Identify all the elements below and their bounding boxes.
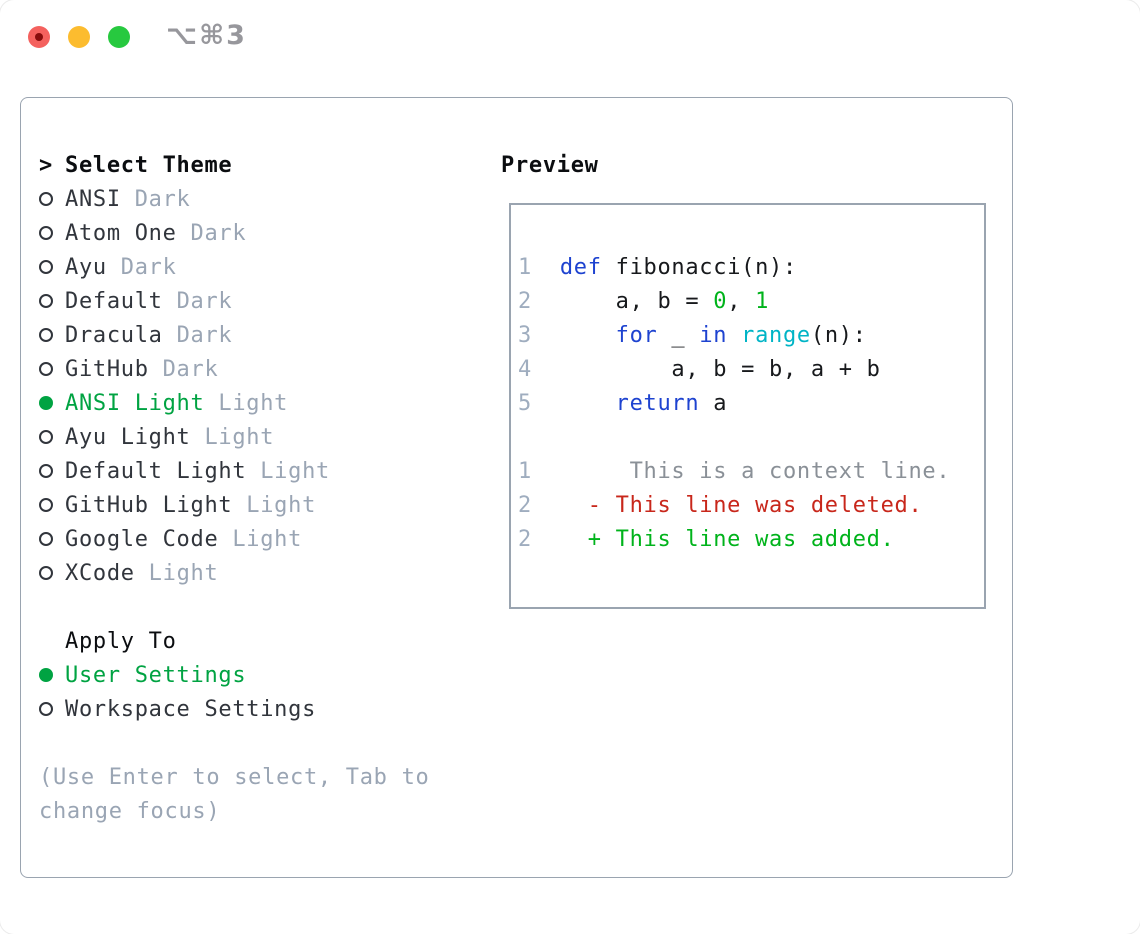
radio-icon [39, 489, 53, 523]
line-number: 2 [518, 289, 532, 314]
theme-option-label: Google Code [65, 527, 219, 552]
theme-variant-label: Light [218, 527, 303, 552]
radio-selected-icon [39, 659, 53, 693]
theme-option-github-light[interactable]: GitHub Light Light [39, 489, 429, 523]
theme-option-label: ANSI Light [65, 391, 205, 416]
close-button[interactable] [28, 26, 50, 48]
theme-option-google-code[interactable]: Google Code Light [39, 523, 429, 557]
preview-title: Preview [501, 153, 599, 178]
radio-icon [39, 251, 53, 285]
theme-option-label: Default Light [65, 459, 247, 484]
theme-option-label: Atom One [65, 221, 177, 246]
radio-icon [39, 421, 53, 455]
cursor-icon: > [39, 153, 53, 178]
zoom-button[interactable] [108, 26, 130, 48]
line-number: 1 [518, 459, 532, 484]
window-shortcut-label: ⌥⌘3 [166, 20, 247, 51]
spacer [39, 727, 429, 761]
apply-option-workspace-settings[interactable]: Workspace Settings [39, 693, 429, 727]
unsaved-changes-dot-icon [35, 33, 43, 41]
radio-icon [39, 319, 53, 353]
radio-icon [39, 353, 53, 387]
theme-variant-label: Light [204, 391, 289, 416]
apply-to-title: Apply To [65, 629, 177, 654]
theme-option-label: XCode [65, 561, 135, 586]
theme-option-label: Ayu [65, 255, 107, 280]
spacer [39, 591, 429, 625]
apply-to-header-row: Apply To [39, 625, 429, 659]
radio-icon [39, 693, 53, 727]
select-theme-header: > Select Theme [39, 149, 429, 183]
theme-option-xcode[interactable]: XCode Light [39, 557, 429, 591]
radio-icon [39, 285, 53, 319]
theme-option-default[interactable]: Default Dark [39, 285, 429, 319]
code-line: 2 a, b = 0, 1 [518, 289, 770, 314]
theme-option-label: ANSI [65, 187, 121, 212]
apply-option-user-settings[interactable]: User Settings [39, 659, 429, 693]
apply-option-label: User Settings [65, 663, 247, 688]
code-preview: 1 def fibonacci(n): 2 a, b = 0, 1 3 for _ … [518, 217, 984, 557]
line-number: 2 [518, 493, 532, 518]
help-text-line: change focus) [39, 799, 221, 824]
theme-option-ansi-light[interactable]: ANSI Light Light [39, 387, 429, 421]
theme-option-github[interactable]: GitHub Dark [39, 353, 429, 387]
help-text: (Use Enter to select, Tab to change focus… [39, 761, 429, 829]
radio-icon [39, 217, 53, 251]
diff-line-context: 1 This is a context line. [518, 459, 951, 484]
blank-line [518, 217, 984, 251]
theme-variant-label: Light [232, 493, 317, 518]
theme-option-atom-one[interactable]: Atom One Dark [39, 217, 429, 251]
theme-variant-label: Dark [162, 289, 233, 314]
theme-option-label: Default [65, 289, 163, 314]
help-text-line: (Use Enter to select, Tab to [39, 765, 430, 790]
select-theme-title: Select Theme [65, 153, 233, 178]
blank-line [518, 421, 984, 455]
radio-icon [39, 523, 53, 557]
diff-line-deleted: 2 - This line was deleted. [518, 493, 923, 518]
titlebar: ⌥⌘3 [0, 0, 1140, 74]
theme-option-label: Ayu Light [65, 425, 191, 450]
theme-option-ayu-light[interactable]: Ayu Light Light [39, 421, 429, 455]
code-line: 1 def fibonacci(n): [518, 255, 797, 280]
radio-icon [39, 183, 53, 217]
line-number: 5 [518, 391, 532, 416]
code-line: 5 return a [518, 391, 728, 416]
theme-option-label: GitHub [65, 357, 149, 382]
line-number: 2 [518, 527, 532, 552]
theme-variant-label: Light [246, 459, 330, 484]
radio-icon [39, 557, 53, 591]
code-line: 3 for _ in range(n): [518, 323, 867, 348]
radio-selected-icon [39, 387, 53, 421]
theme-option-ayu[interactable]: Ayu Dark [39, 251, 429, 285]
diff-line-added: 2 + This line was added. [518, 527, 895, 552]
theme-option-label: Dracula [65, 323, 163, 348]
code-line: 4 a, b = b, a + b [518, 357, 881, 382]
preview-pane: 1 def fibonacci(n): 2 a, b = 0, 1 3 for _ … [509, 203, 986, 609]
theme-option-label: GitHub Light [65, 493, 233, 518]
apply-option-label: Workspace Settings [65, 697, 317, 722]
minimize-button[interactable] [68, 26, 90, 48]
theme-variant-label: Dark [106, 255, 177, 280]
theme-variant-label: Light [190, 425, 275, 450]
radio-icon [39, 455, 53, 489]
theme-option-ansi[interactable]: ANSI Dark [39, 183, 429, 217]
theme-option-default-light[interactable]: Default Light Light [39, 455, 429, 489]
theme-option-dracula[interactable]: Dracula Dark [39, 319, 429, 353]
line-number: 3 [518, 323, 532, 348]
theme-variant-label: Dark [162, 323, 233, 348]
theme-variant-label: Dark [148, 357, 219, 382]
theme-variant-label: Dark [176, 221, 247, 246]
theme-variant-label: Light [134, 561, 219, 586]
line-number: 4 [518, 357, 532, 382]
theme-variant-label: Dark [120, 187, 191, 212]
line-number: 1 [518, 255, 532, 280]
